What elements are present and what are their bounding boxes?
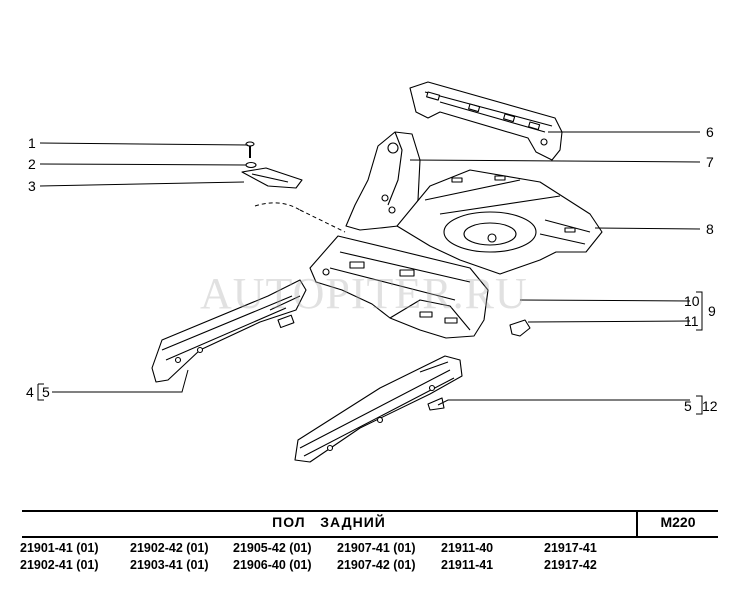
callout-9: 9 (708, 303, 716, 319)
callout-5-right: 5 (684, 398, 692, 414)
model-code: 21902-41 (01) (20, 558, 99, 572)
callout-5-left: 5 (42, 384, 50, 400)
callout-4: 4 (26, 384, 34, 400)
model-code: 21906-40 (01) (233, 558, 312, 572)
model-code: 21911-41 (441, 558, 494, 572)
model-code: 21901-41 (01) (20, 541, 99, 555)
model-code: 21917-41 (544, 541, 597, 555)
model-code: 21911-40 (441, 541, 494, 555)
part-11-clip (509, 319, 531, 337)
callout-1: 1 (28, 135, 36, 151)
callout-2: 2 (28, 156, 36, 172)
part-floor-center (309, 235, 489, 339)
part-3-bracket (241, 167, 303, 189)
model-code: 21902-42 (01) (130, 541, 209, 555)
part-2-washer (245, 161, 257, 169)
title-divider (636, 512, 638, 536)
part-1-bolt (245, 141, 255, 158)
callout-10: 10 (684, 293, 700, 309)
page-title: ПОЛ ЗАДНИЙ (272, 514, 386, 530)
part-12-right-rail (294, 355, 463, 463)
callout-11: 11 (684, 313, 699, 329)
callout-6: 6 (706, 124, 714, 140)
watermark: AUTOPITER.RU (200, 269, 528, 318)
part-4-left-rail (151, 279, 307, 383)
callout-8: 8 (706, 221, 714, 237)
title-bar: ПОЛ ЗАДНИЙ M220 (22, 510, 718, 538)
model-code: 21917-42 (544, 558, 597, 572)
leader-lines (37, 131, 703, 415)
part-8-rear-floor (396, 169, 603, 275)
exploded-view-drawing (37, 81, 703, 463)
callout-12: 12 (702, 398, 718, 414)
model-list: 21901-41 (01) 21902-41 (01) 21902-42 (01… (20, 540, 720, 580)
model-code: 21905-42 (01) (233, 541, 312, 555)
model-code: 21903-41 (01) (130, 558, 209, 572)
diagram-code: M220 (660, 514, 696, 530)
part-7-wheel-arch (345, 131, 421, 231)
callout-7: 7 (706, 154, 714, 170)
part-5-rail-clip (427, 397, 445, 411)
callout-3: 3 (28, 178, 36, 194)
part-6-rear-panel (409, 81, 563, 161)
model-code: 21907-42 (01) (337, 558, 416, 572)
model-code: 21907-41 (01) (337, 541, 416, 555)
